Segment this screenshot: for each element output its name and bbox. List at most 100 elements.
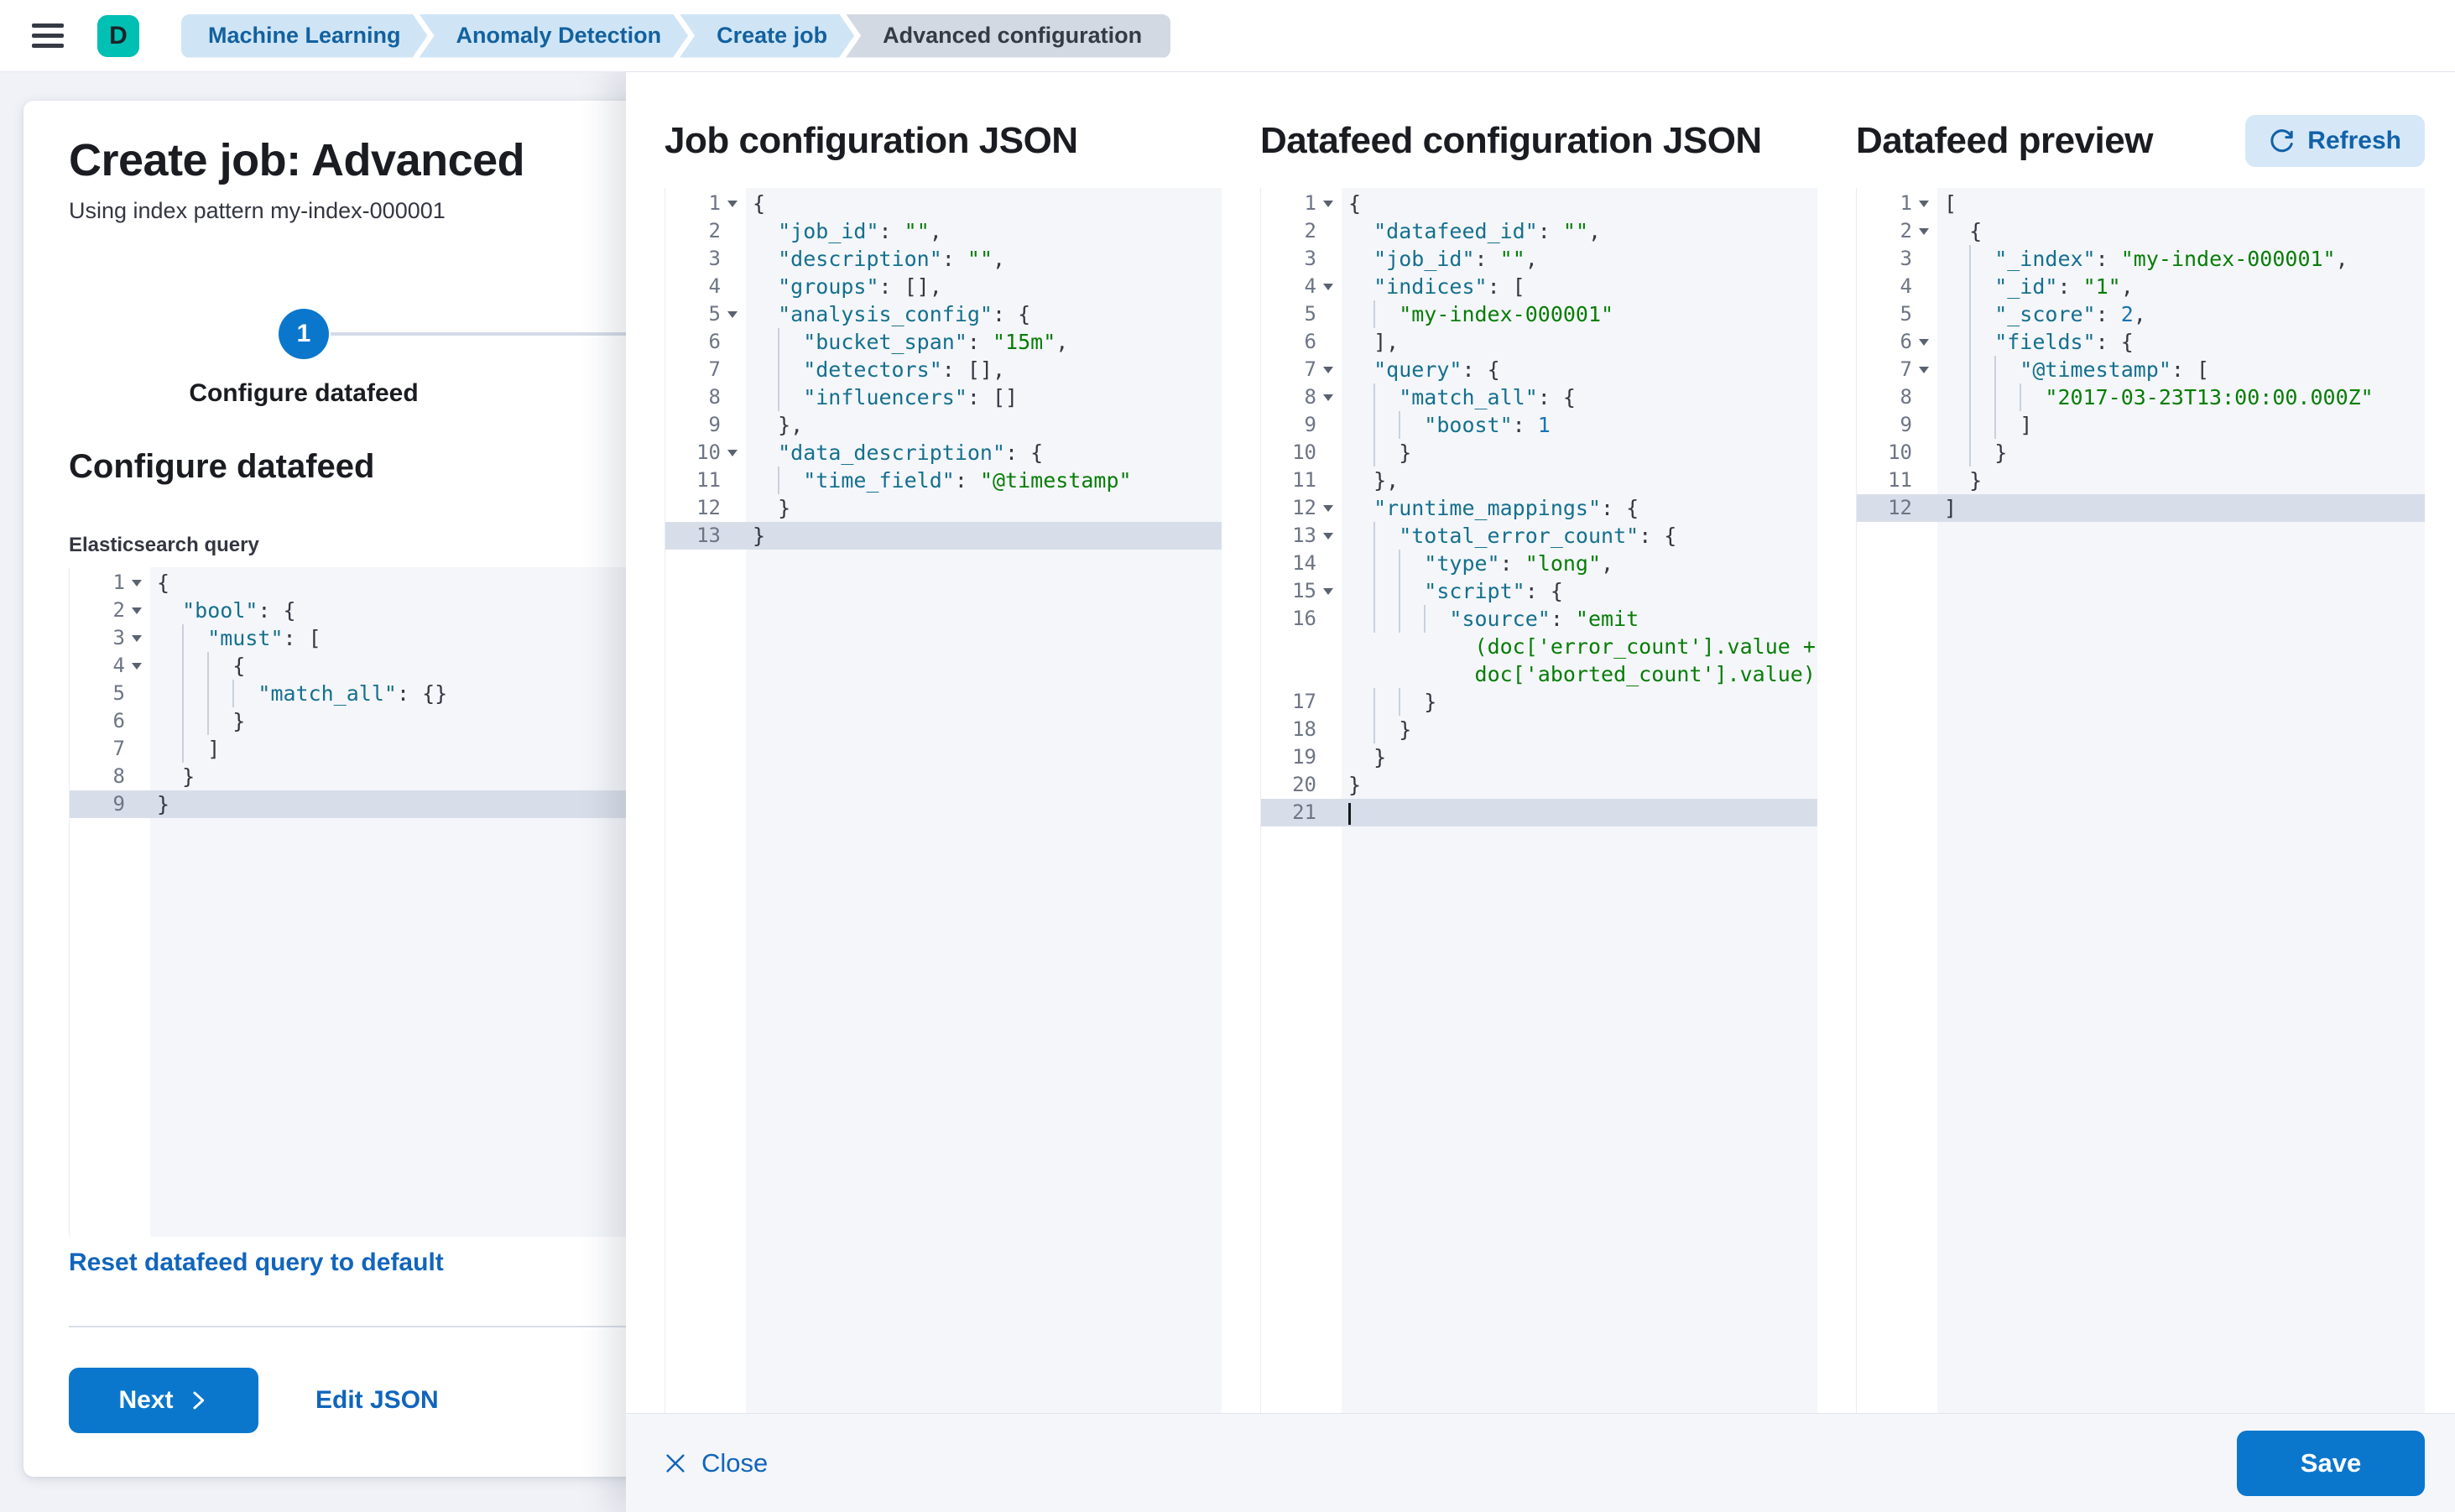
indent-guide	[1994, 383, 2020, 411]
code-line: 2 "job_id": "",	[708, 219, 942, 243]
code-line: 6 ],	[1304, 330, 1400, 354]
code-line: 18 }	[1292, 716, 1412, 743]
code-line: 10 }	[1888, 439, 2008, 467]
close-button-label: Close	[701, 1447, 769, 1478]
breadcrumb-item[interactable]: Machine Learning	[181, 14, 428, 58]
code-line: 9 ]	[1900, 411, 2033, 439]
code-line: 12 "runtime_mappings": {	[1292, 496, 1639, 520]
es-query-editor[interactable]: 1{2 "bool": {3 "must": [4 {5 "match_all"…	[69, 567, 681, 1237]
code-line: 3 "job_id": "",	[1304, 247, 1538, 271]
job-config-title: Job configuration JSON	[665, 120, 1078, 161]
code-line: doc['aborted_count'].value)"	[1474, 662, 1817, 686]
indent-guide	[1969, 411, 1994, 439]
menu-icon[interactable]	[32, 23, 64, 48]
step-1-indicator[interactable]: 1	[279, 309, 329, 359]
code-line: 5 "_score": 2,	[1900, 300, 2146, 328]
fold-arrow-icon[interactable]	[1919, 200, 1929, 207]
code-line: 11 },	[1292, 468, 1400, 493]
fold-arrow-icon[interactable]	[1323, 504, 1333, 512]
code-line: 7 "@timestamp": [	[1900, 356, 2210, 383]
fold-arrow-icon[interactable]	[132, 579, 142, 587]
indent-guide	[182, 624, 207, 652]
fold-arrow-icon[interactable]	[1919, 338, 1929, 346]
code-line: 3 "_index": "my-index-000001",	[1900, 245, 2348, 273]
code-line: 7 ]	[112, 735, 221, 763]
indent-guide	[1994, 411, 2020, 439]
datafeed-config-editor[interactable]: 1{2 "datafeed_id": "",3 "job_id": "",4 "…	[1260, 188, 1817, 1413]
es-query-label: Elasticsearch query	[69, 534, 259, 556]
indent-guide	[1373, 522, 1399, 550]
fold-arrow-icon[interactable]	[132, 662, 142, 670]
code-line: 4 "indices": [	[1304, 274, 1525, 299]
breadcrumb-item[interactable]: Anomaly Detection	[420, 14, 689, 58]
fold-arrow-icon[interactable]	[132, 607, 142, 614]
fold-arrow-icon[interactable]	[132, 634, 142, 642]
code-line: 15 "script": {	[1292, 577, 1563, 605]
next-button[interactable]: Next	[69, 1368, 258, 1433]
code-line: 5 "analysis_config": {	[708, 302, 1031, 326]
breadcrumb-item[interactable]: Create job	[680, 14, 854, 58]
step-connector-line	[331, 332, 681, 336]
fold-arrow-icon[interactable]	[727, 310, 738, 318]
fold-arrow-icon[interactable]	[1919, 366, 1929, 373]
fold-arrow-icon[interactable]	[1323, 587, 1333, 595]
next-button-label: Next	[118, 1386, 174, 1414]
indent-guide	[1969, 356, 1994, 383]
job-config-editor[interactable]: 1{2 "job_id": "",3 "description": "",4 "…	[665, 188, 1222, 1413]
reset-datafeed-query-link[interactable]: Reset datafeed query to default	[69, 1249, 444, 1276]
code-line: 16 "source": "emit	[1292, 605, 1639, 633]
code-line: 4 {	[112, 652, 246, 680]
close-icon	[666, 1453, 685, 1473]
indent-guide	[1373, 605, 1399, 633]
fold-arrow-icon[interactable]	[1323, 366, 1333, 373]
avatar[interactable]: D	[97, 14, 139, 57]
fold-arrow-icon[interactable]	[1323, 532, 1333, 540]
code-line: 1[	[1900, 191, 1957, 216]
fold-arrow-icon[interactable]	[727, 449, 738, 456]
code-line: 13}	[665, 522, 1222, 550]
datafeed-preview-title: Datafeed preview	[1856, 120, 2153, 161]
code-line: 1{	[112, 571, 170, 595]
code-line: 10 "data_description": {	[696, 441, 1044, 465]
indent-guide	[1969, 245, 1994, 273]
code-line: 14 "type": "long",	[1292, 550, 1614, 577]
fold-arrow-icon[interactable]	[1919, 227, 1929, 235]
code-line: 19 }	[1292, 745, 1387, 769]
indent-guide	[182, 680, 207, 707]
code-line: 13 "total_error_count": {	[1292, 522, 1677, 550]
indent-guide	[1373, 688, 1399, 716]
indent-guide	[1969, 439, 1994, 467]
code-line: 2 "bool": {	[112, 598, 296, 623]
indent-guide	[1399, 411, 1424, 439]
indent-guide	[1373, 577, 1399, 605]
datafeed-preview-editor[interactable]: 1[2 {3 "_index": "my-index-000001",4 "_i…	[1856, 188, 2425, 1413]
indent-guide	[1399, 577, 1424, 605]
close-button[interactable]: Close	[663, 1448, 768, 1478]
refresh-button[interactable]: Refresh	[2245, 115, 2425, 167]
page-title: Create job: Advanced	[69, 135, 525, 185]
fold-arrow-icon[interactable]	[1323, 394, 1333, 401]
code-line: 9 "boost": 1	[1304, 411, 1551, 439]
indent-guide	[1969, 328, 1994, 356]
save-button[interactable]: Save	[2237, 1430, 2425, 1496]
indent-guide	[1969, 300, 1994, 328]
code-line: 6 "fields": {	[1900, 328, 2134, 356]
indent-guide	[778, 328, 803, 356]
indent-guide	[1373, 411, 1399, 439]
indent-guide	[182, 735, 207, 763]
indent-guide	[1399, 550, 1424, 577]
indent-guide	[1399, 605, 1424, 633]
indent-guide	[1373, 550, 1399, 577]
fold-arrow-icon[interactable]	[727, 200, 738, 207]
fold-arrow-icon[interactable]	[1323, 200, 1333, 207]
code-line: 2 {	[1900, 219, 1983, 243]
code-line: 1{	[1304, 191, 1362, 216]
indent-guide	[1969, 383, 1994, 411]
text-cursor	[1348, 803, 1351, 825]
fold-arrow-icon[interactable]	[1323, 283, 1333, 290]
wizard-panel: Create job: Advanced Using index pattern…	[23, 101, 681, 1477]
edit-json-link[interactable]: Edit JSON	[315, 1386, 439, 1414]
section-heading: Configure datafeed	[69, 448, 375, 485]
